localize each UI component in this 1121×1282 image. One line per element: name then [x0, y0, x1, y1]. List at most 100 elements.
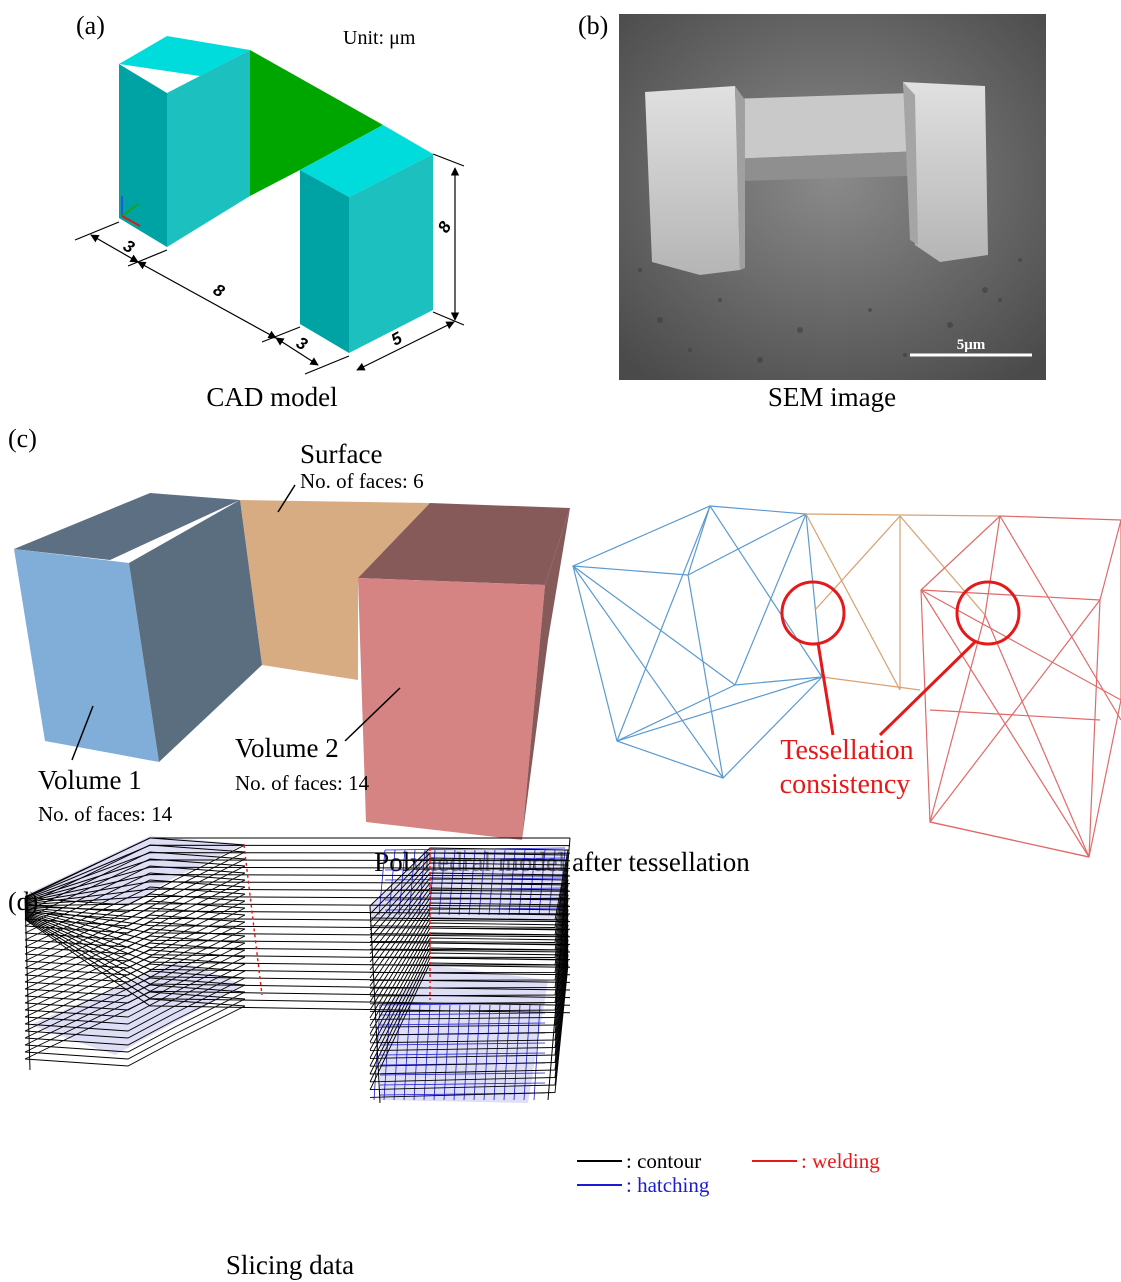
- contour-line: [24, 909, 571, 938]
- tessellation-label-1: Tessellation: [780, 735, 913, 766]
- contour-line: [369, 957, 569, 1091]
- contour-line: [24, 873, 571, 903]
- contour-line: [24, 984, 246, 1046]
- hatch-line: [379, 1072, 546, 1076]
- contour-line: [24, 942, 246, 1004]
- volume1-faces: No. of faces: 14: [38, 802, 173, 826]
- cad-model: [119, 36, 433, 353]
- volume2-top: [358, 503, 570, 585]
- contour-line: [24, 893, 246, 955]
- contour-line: [369, 917, 569, 1028]
- contour-line: [24, 991, 246, 1053]
- contour-line: [24, 949, 246, 1011]
- dimension-lines: [74, 153, 465, 375]
- surface-label: Surface: [300, 439, 382, 469]
- contour-line: [369, 907, 569, 1013]
- contour-line: [369, 852, 569, 928]
- contour-line: [369, 932, 569, 1052]
- hatch-line: [403, 1004, 411, 1101]
- contour-line: [24, 865, 246, 927]
- unit-label: Unit: μm: [343, 27, 416, 49]
- contour-line: [24, 852, 571, 900]
- hatch-line: [379, 1042, 546, 1046]
- contour-line: [369, 937, 569, 1059]
- hatch-line: [523, 1004, 531, 1101]
- contour-line: [24, 935, 246, 997]
- panel-d: (d) : contour : welding : hatching Slici…: [8, 836, 880, 1280]
- contour-line: [24, 913, 571, 968]
- panel-c-label: (c): [8, 424, 37, 453]
- contour-line: [24, 914, 571, 976]
- contour-line: [24, 991, 246, 1053]
- surface-face: [240, 500, 430, 680]
- hatch-line: [393, 1004, 401, 1101]
- hatch-line: [379, 1022, 546, 1026]
- panel-b-label: (b): [578, 11, 608, 40]
- contour-line: [24, 903, 571, 907]
- hatch-region: [25, 836, 245, 905]
- right-pillar-side: [349, 154, 433, 353]
- contour-line: [369, 947, 569, 1075]
- contour-line: [24, 919, 571, 1014]
- hatch-line: [533, 1004, 541, 1101]
- hatch-line: [503, 1004, 511, 1101]
- volume2-label: Volume 2: [235, 733, 339, 763]
- contour-line: [369, 962, 569, 1098]
- axis-triad-icon: [121, 196, 141, 227]
- wireframe-volume2: [920, 515, 1121, 858]
- contour-edge: [369, 905, 381, 1104]
- panel-b: (b) 5μm SEM image: [578, 11, 1046, 412]
- contour-line: [24, 963, 246, 1025]
- tessellation-label-2: consistency: [780, 769, 911, 800]
- contour-line: [24, 851, 246, 913]
- volume1-front: [14, 549, 159, 762]
- right-pillar-front: [300, 170, 349, 353]
- polyhedral-model: [14, 493, 570, 840]
- left-pillar-front: [119, 64, 167, 247]
- panel-a-label: (a): [76, 11, 105, 40]
- contour-edge: [24, 897, 31, 1071]
- contour-line: [369, 882, 569, 974]
- contour-line: [24, 956, 246, 1018]
- legend-hatching: : hatching: [626, 1173, 710, 1197]
- contour-line: [369, 952, 569, 1083]
- contour-line: [24, 872, 246, 934]
- hatch-line: [379, 1082, 546, 1086]
- slicing-legend: : contour : welding : hatching: [577, 1149, 880, 1197]
- caption-d: Slicing data: [226, 1250, 354, 1280]
- wireframe-surface: [805, 513, 1001, 691]
- caption-b: SEM image: [768, 382, 896, 412]
- right-pillar-top: [300, 125, 433, 197]
- contour-line: [24, 928, 246, 990]
- legend-welding: : welding: [801, 1149, 880, 1173]
- contour-line: [24, 837, 246, 899]
- contour-line: [24, 998, 246, 1060]
- volume1-side: [129, 500, 262, 762]
- volume2-front: [358, 578, 545, 840]
- left-pillar-top: [119, 36, 250, 76]
- hatch-line: [379, 1012, 546, 1016]
- dim-depth: 5: [388, 328, 406, 349]
- contour-line: [369, 877, 569, 966]
- dim-width-1: 3: [120, 236, 138, 257]
- contour-line: [369, 912, 569, 1020]
- leader-lines: [71, 484, 401, 761]
- welding-seam: [243, 844, 263, 996]
- scale-bar-label: 5μm: [957, 337, 986, 353]
- caption-a: CAD model: [206, 382, 337, 412]
- volume1-label: Volume 1: [38, 765, 142, 795]
- sem-image: 5μm: [619, 14, 1046, 380]
- contour-line: [24, 914, 246, 976]
- tessellation-wireframe: [572, 505, 1121, 858]
- contour-line: [369, 902, 569, 1005]
- contour-edge: [547, 837, 571, 1101]
- hatch-line: [483, 1004, 491, 1101]
- contour-line: [24, 879, 246, 941]
- contour-line: [369, 892, 569, 989]
- hatch-line: [513, 1004, 521, 1101]
- volume2-faces: No. of faces: 14: [235, 771, 370, 795]
- hatch-line: [413, 1004, 421, 1101]
- dim-height: 8: [434, 218, 455, 236]
- contour-line: [369, 867, 569, 951]
